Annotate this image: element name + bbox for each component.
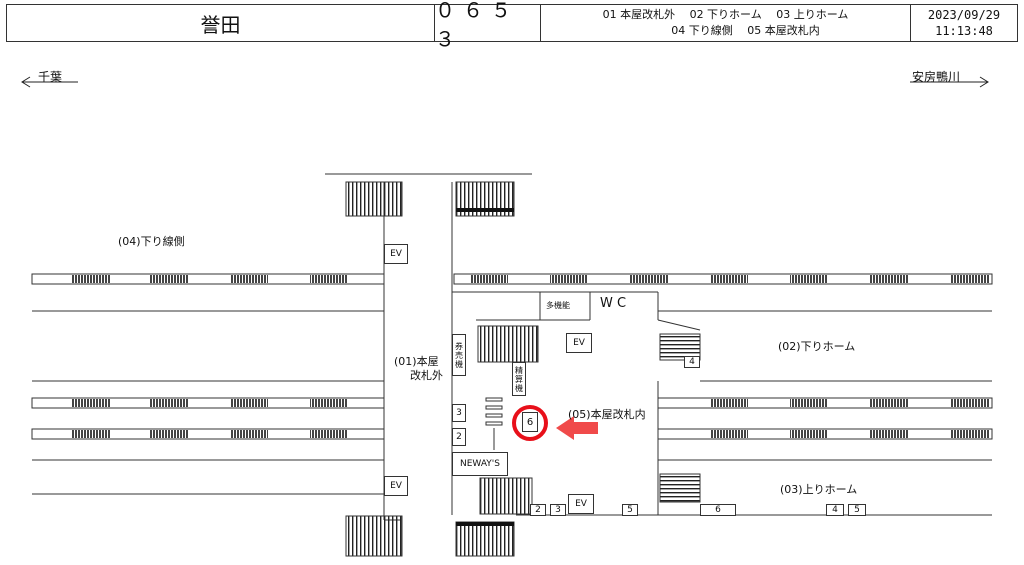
time-text: 11:13:48 <box>935 24 993 38</box>
ticket-gates <box>485 397 503 450</box>
platform-edges <box>32 310 992 516</box>
station-name: 誉田 <box>7 5 435 41</box>
area-01-label-line1: (01)本屋 <box>394 355 439 368</box>
stairs-bottom-right <box>455 521 515 557</box>
stairs-inner-upper <box>477 325 539 363</box>
gate-building <box>451 291 701 516</box>
track-middle <box>31 397 993 440</box>
stair-number-2-bottom: 2 <box>530 504 546 516</box>
direction-left-label: 千葉 <box>38 70 63 84</box>
stairs-platform-03 <box>659 473 701 503</box>
area-05-label: (05)本屋改札内 <box>568 408 646 421</box>
ticket-machine-box: 券売機 <box>452 334 466 376</box>
stairs-top-left <box>345 181 403 217</box>
stair-number-3-bottom: 3 <box>550 504 566 516</box>
header-bar: 誉田 ０６５３ 01 本屋改札外 02 下りホーム 03 上りホーム 04 下り… <box>6 0 1018 51</box>
stair-number-6-platform-03: 6 <box>700 504 736 516</box>
stair-number-2-left: 2 <box>452 428 466 446</box>
ev-box-inner-lower: EV <box>568 494 594 514</box>
stair-number-5-bottom: 5 <box>622 504 638 516</box>
shop-newdays: NEWAY'S <box>452 452 508 476</box>
fare-adjustment-box: 精算機 <box>512 362 526 396</box>
area-03-label: (03)上りホーム <box>780 483 858 496</box>
highlight-circle <box>512 405 548 441</box>
legend-line-1: 01 本屋改札外 02 下りホーム 03 上りホーム <box>602 8 849 21</box>
stair-number-4-platform-02: 4 <box>684 356 700 368</box>
stair-number-4-platform-03: 4 <box>826 504 844 516</box>
wc-label: W C <box>600 296 627 311</box>
area-04-label: (04)下り線側 <box>118 235 185 248</box>
stair-number-6-highlighted: 6 <box>522 412 538 432</box>
datetime: 2023/09/29 11:13:48 <box>911 5 1017 41</box>
multipurpose-toilet-label: 多機能 <box>546 301 570 310</box>
ev-box-upper: EV <box>384 244 408 264</box>
direction-right-arrow <box>910 76 989 88</box>
legend-line-2: 04 下り線側 05 本屋改札内 <box>671 24 820 37</box>
stair-number-5-platform-03: 5 <box>848 504 866 516</box>
area-legend: 01 本屋改札外 02 下りホーム 03 上りホーム 04 下り線側 05 本屋… <box>541 5 911 41</box>
area-02-label: (02)下りホーム <box>778 340 856 353</box>
direction-right-label: 安房鴨川 <box>912 70 961 84</box>
ev-box-inner: EV <box>566 333 592 353</box>
stairs-inner-lower <box>479 477 533 515</box>
date-text: 2023/09/29 <box>927 8 1001 22</box>
area-01-label-line2: 改札外 <box>410 369 443 382</box>
track-top <box>31 273 993 285</box>
stairs-bottom-left <box>345 515 403 557</box>
stair-number-3-left: 3 <box>452 404 466 422</box>
direction-left-arrow <box>21 76 78 88</box>
highlight-arrow <box>556 416 598 440</box>
ev-box-lower: EV <box>384 476 408 496</box>
stairs-platform-02 <box>659 333 701 361</box>
